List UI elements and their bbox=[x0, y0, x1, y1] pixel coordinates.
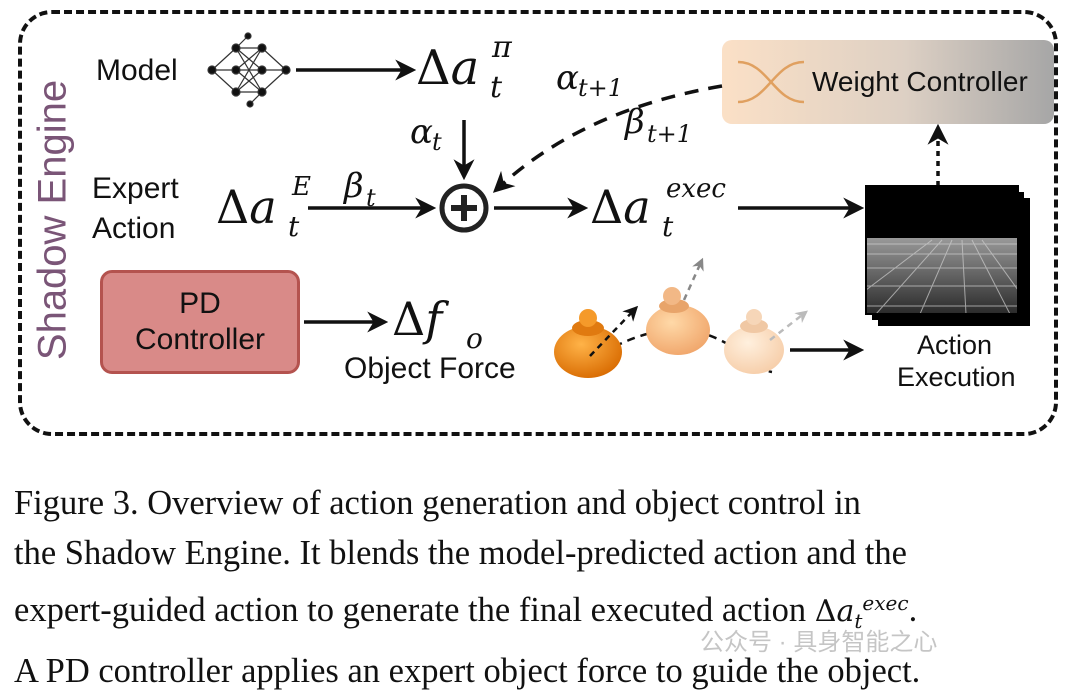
caption-line-1: Figure 3. Overview of action generation … bbox=[14, 484, 861, 522]
model-label: Model bbox=[96, 54, 178, 87]
shadow-engine-frame bbox=[18, 10, 1058, 436]
expert-action-math: Δa E t bbox=[216, 172, 311, 243]
blend-curves-icon bbox=[737, 60, 805, 104]
pd-label-line1: PD bbox=[179, 287, 221, 320]
object-force-math: Δf o bbox=[392, 292, 483, 355]
object-force-label: Object Force bbox=[344, 352, 516, 385]
expert-label-line1: Expert bbox=[92, 172, 179, 205]
caption-line-3: expert-guided action to generate the fin… bbox=[14, 591, 918, 633]
weight-controller-box: Weight Controller bbox=[722, 40, 1054, 124]
exec-action-math: Δa exec t bbox=[590, 174, 726, 243]
watermark: 公众号 · 具身智能之心 bbox=[700, 629, 938, 656]
neural-network-icon bbox=[207, 32, 291, 108]
pd-controller-box: PD Controller bbox=[100, 270, 300, 374]
model-action-math: Δa π t bbox=[416, 30, 512, 105]
simulation-frames-icon bbox=[865, 185, 1030, 326]
pd-label-line2: Controller bbox=[134, 323, 266, 356]
sum-circle-icon bbox=[439, 183, 489, 233]
weight-controller-label: Weight Controller bbox=[812, 66, 1028, 97]
expert-label-line2: Action bbox=[92, 212, 176, 245]
caption-line-2: the Shadow Engine. It blends the model-p… bbox=[14, 534, 907, 572]
diagram-graphics bbox=[207, 32, 1030, 378]
figure-caption: Figure 3. Overview of action generation … bbox=[14, 478, 1070, 696]
action-execution-label-line2: Execution bbox=[897, 362, 1016, 392]
object-pawn-icon bbox=[554, 257, 808, 378]
action-execution-label-line1: Action bbox=[917, 330, 993, 360]
dashed-arrow-weight-feedback bbox=[492, 84, 723, 193]
